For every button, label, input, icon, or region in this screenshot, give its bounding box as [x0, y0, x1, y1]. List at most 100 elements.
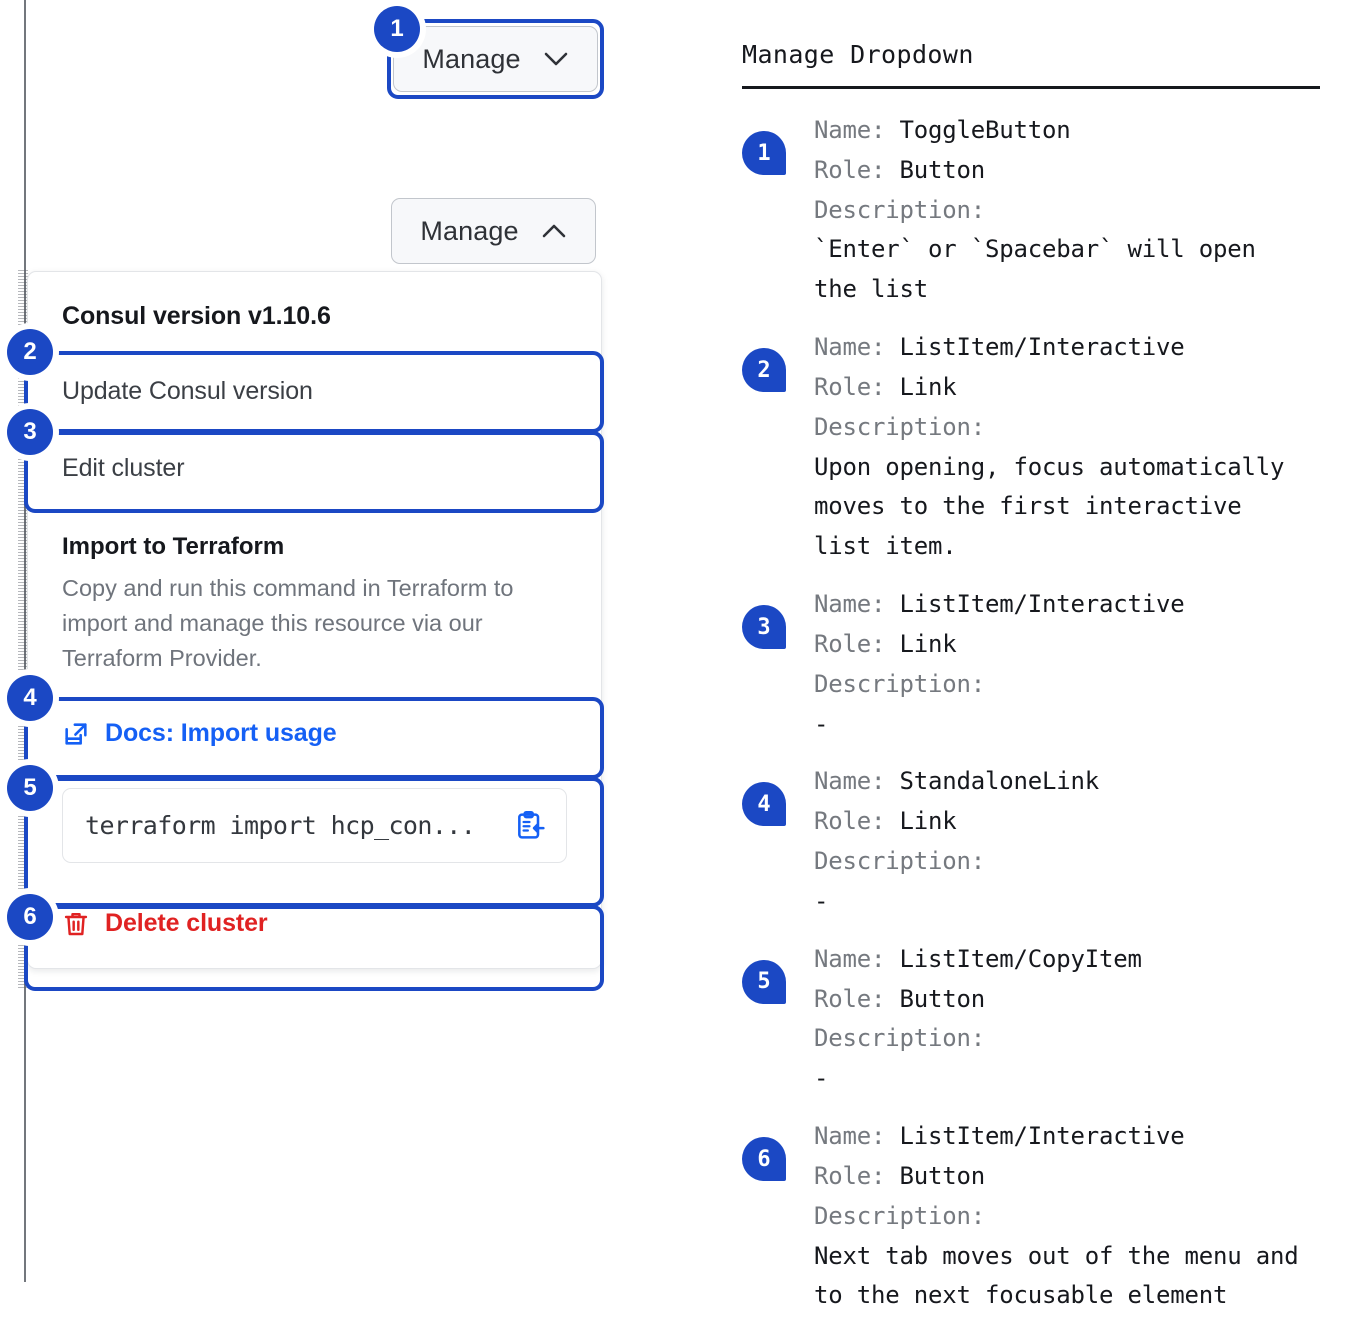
- annotation-description-label-text: Description:: [814, 412, 985, 441]
- annotation-name-label-line: Name: ListItem/Interactive: [814, 1117, 1320, 1157]
- annotation-name-value: ListItem/Interactive: [899, 590, 1185, 619]
- left-preview-pane: Manage Manage Consul version v1.10.6 Upd…: [0, 0, 700, 1282]
- annotation-description-label-line: Description:: [814, 665, 1320, 705]
- annotation-description-value: -: [814, 709, 829, 738]
- annotation-description-label-line: Description:: [814, 842, 1320, 882]
- clipboard-copy-icon[interactable]: [512, 808, 548, 844]
- import-terraform-heading: Import to Terraform: [62, 533, 285, 560]
- manage-toggle-button-open[interactable]: Manage: [391, 198, 596, 264]
- callout-badge-3: 3: [7, 409, 53, 455]
- callout-badge-5: 5: [7, 765, 53, 811]
- annotation-name-value: ToggleButton: [899, 116, 1071, 144]
- menu-item-edit-label: Edit cluster: [62, 454, 185, 482]
- menu-item-update-label: Update Consul version: [62, 377, 313, 405]
- chevron-up-icon: [541, 223, 567, 239]
- annotation-role-label-line: Role: Button: [814, 1157, 1320, 1197]
- annotation-description-label-line: Description:: [814, 1019, 1320, 1059]
- menu-item-delete-cluster[interactable]: Delete cluster: [28, 885, 601, 968]
- menu-item-docs-import-usage[interactable]: Docs: Import usage: [28, 695, 601, 772]
- menu-item-edit-cluster[interactable]: Edit cluster: [28, 430, 601, 507]
- annotation-description-value: -: [814, 886, 829, 915]
- annotation-name-value: StandaloneLink: [899, 767, 1100, 796]
- annotation-pin-badge: 5: [742, 959, 786, 1004]
- annotation-role-label: Role:: [814, 372, 900, 401]
- page-edge-line: [24, 0, 26, 1282]
- legend-title: Manage Dropdown: [742, 40, 974, 69]
- page-edge-texture: [18, 270, 28, 990]
- annotation-name-value: ListItem/CopyItem: [899, 944, 1142, 973]
- annotation-name-label-line: Name: ListItem/Interactive: [814, 585, 1320, 625]
- annotation-name-value: ListItem/Interactive: [899, 333, 1185, 362]
- manage-dropdown-menu: Consul version v1.10.6 Update Consul ver…: [27, 271, 602, 970]
- annotation-description-line: -: [814, 882, 1320, 922]
- annotation-pin-badge: 3: [742, 605, 786, 650]
- annotation-description-line: -: [814, 1059, 1320, 1099]
- legend-divider: [742, 86, 1320, 89]
- annotation-name-label-line: Name: ListItem/CopyItem: [814, 940, 1320, 980]
- annotation-name-label: Name:: [814, 590, 900, 619]
- annotation-role-value: Button: [899, 155, 986, 184]
- annotation-name-label: Name:: [814, 333, 900, 362]
- annotation-description-value: `Enter` or `Spacebar` will open the list: [814, 235, 1256, 304]
- annotation-name-label: Name:: [814, 116, 900, 144]
- annotation-name-label-line: Name: ToggleButton: [814, 111, 1320, 151]
- annotation-description-label-text: Description:: [814, 847, 985, 876]
- annotation-description-label-line: Description:: [814, 191, 1320, 231]
- annotation-name-label-line: Name: ListItem/Interactive: [814, 328, 1320, 368]
- annotation-description-label-text: Description:: [814, 1024, 985, 1053]
- annotation-role-label-line: Role: Button: [814, 151, 1320, 191]
- callout-badge-6: 6: [7, 894, 53, 940]
- annotation-name-label: Name:: [814, 767, 900, 796]
- annotation-pin-badge: 1: [742, 131, 786, 175]
- annotation-role-label-line: Role: Link: [814, 368, 1320, 408]
- callout-badge-1: 1: [374, 6, 420, 52]
- annotation-description-value: Upon opening, focus automatically moves …: [814, 452, 1285, 561]
- annotation-role-value: Button: [899, 1161, 986, 1190]
- annotation-role-value: Link: [899, 807, 957, 836]
- annotation-description-label-text: Description:: [814, 1201, 985, 1230]
- annotation-role-label: Role:: [814, 807, 900, 836]
- docs-link-label: Docs: Import usage: [105, 719, 337, 748]
- annotation-role-value: Link: [899, 629, 957, 658]
- terraform-command-text: terraform import hcp_con...: [85, 811, 476, 841]
- import-terraform-description: Copy and run this command in Terraform t…: [62, 575, 514, 671]
- terraform-command-field[interactable]: terraform import hcp_con...: [62, 788, 567, 864]
- trash-icon: [62, 910, 90, 938]
- consul-version-heading: Consul version v1.10.6: [62, 302, 331, 330]
- annotation-description-label-line: Description:: [814, 1197, 1320, 1237]
- annotation-name-label: Name:: [814, 944, 900, 973]
- chevron-down-icon: [543, 51, 569, 67]
- annotation-description-value: Next tab moves out of the menu and to th…: [814, 1241, 1299, 1310]
- annotation-role-value: Link: [899, 372, 957, 401]
- annotation-description-label-line: Description:: [814, 408, 1320, 448]
- annotation-role-label-line: Role: Link: [814, 802, 1320, 842]
- annotation-name-label-line: Name: StandaloneLink: [814, 762, 1320, 802]
- callout-badge-4: 4: [7, 675, 53, 721]
- menu-item-update-consul-version[interactable]: Update Consul version: [28, 353, 601, 430]
- manage-toggle-button-closed[interactable]: Manage: [393, 26, 598, 92]
- annotation-role-label: Role:: [814, 1161, 900, 1190]
- annotation-name-label: Name:: [814, 1122, 900, 1151]
- annotation-description-line: `Enter` or `Spacebar` will open the list: [814, 230, 1320, 310]
- delete-cluster-label: Delete cluster: [105, 909, 268, 938]
- callout-badge-2: 2: [7, 329, 53, 375]
- annotation-role-label: Role:: [814, 155, 900, 184]
- annotation-role-value: Button: [899, 984, 986, 1013]
- annotation-role-label: Role:: [814, 984, 900, 1013]
- manage-toggle-label-closed: Manage: [422, 43, 521, 74]
- external-link-icon: [62, 720, 90, 748]
- manage-toggle-label-open: Manage: [420, 215, 519, 246]
